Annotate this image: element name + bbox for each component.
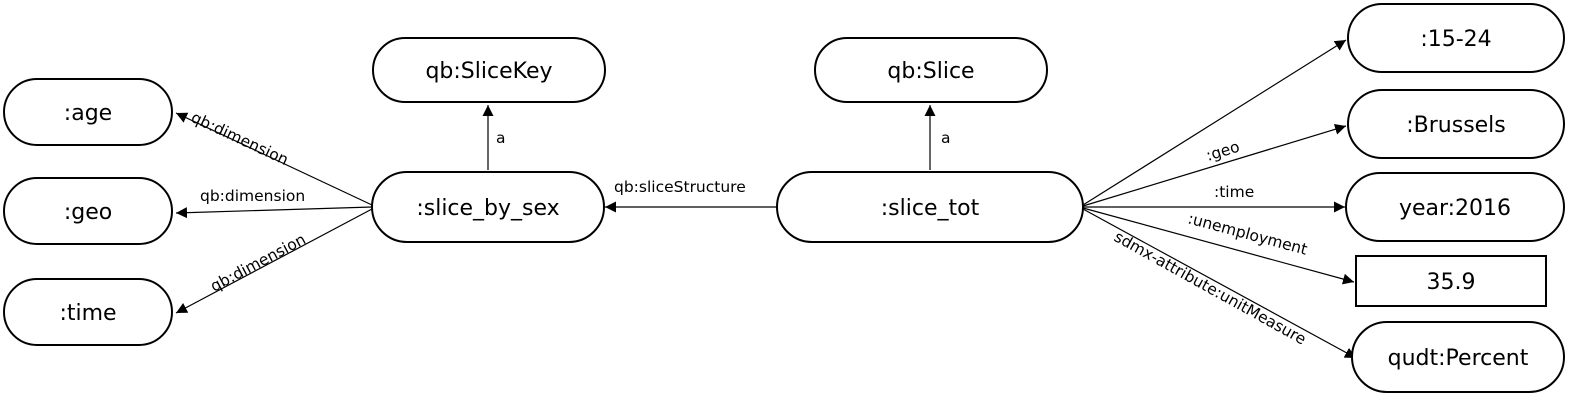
node-qb-slicekey: qb:SliceKey bbox=[372, 37, 606, 103]
edge-age-value bbox=[1082, 39, 1347, 206]
node-age-value-label: :15-24 bbox=[1420, 27, 1491, 52]
edge-dimension-geo bbox=[175, 206, 373, 219]
label-time: :time bbox=[1214, 183, 1254, 201]
node-brussels: :Brussels bbox=[1347, 89, 1565, 159]
label-slicekey-a: a bbox=[496, 129, 506, 147]
node-time: :time bbox=[3, 278, 173, 346]
edge-dimension-age bbox=[175, 112, 373, 206]
edge-labels: a a qb:dimension qb:dimension qb:dimensi… bbox=[188, 108, 1309, 348]
node-time-label: :time bbox=[59, 301, 116, 326]
label-slice-structure: qb:sliceStructure bbox=[614, 178, 746, 196]
node-qb-slicekey-label: qb:SliceKey bbox=[425, 59, 552, 84]
node-qb-slice-label: qb:Slice bbox=[887, 59, 974, 84]
node-age-value: :15-24 bbox=[1347, 3, 1565, 73]
label-dimension-geo: qb:dimension bbox=[200, 187, 305, 205]
edge-dimension-time bbox=[175, 208, 373, 314]
node-year: year:2016 bbox=[1345, 172, 1565, 242]
node-qb-slice: qb:Slice bbox=[814, 37, 1048, 103]
label-dimension-time: qb:dimension bbox=[207, 230, 308, 295]
node-slice-by-sex: :slice_by_sex bbox=[371, 171, 605, 243]
node-slice-tot-label: :slice_tot bbox=[881, 196, 980, 221]
node-percent: qudt:Percent bbox=[1351, 321, 1565, 393]
edge-geo bbox=[1082, 123, 1347, 207]
node-geo-label: :geo bbox=[64, 200, 112, 225]
node-year-label: year:2016 bbox=[1399, 196, 1511, 221]
label-dimension-age: qb:dimension bbox=[188, 108, 291, 169]
label-unemployment: :unemployment bbox=[1186, 209, 1309, 258]
node-geo: :geo bbox=[3, 177, 173, 245]
node-age: :age bbox=[3, 78, 173, 146]
node-age-label: :age bbox=[64, 101, 112, 126]
node-slice-by-sex-label: :slice_by_sex bbox=[416, 196, 559, 221]
node-slice-tot: :slice_tot bbox=[776, 171, 1084, 243]
edge-unemployment bbox=[1082, 207, 1355, 285]
edge-unit-measure bbox=[1082, 208, 1357, 359]
node-brussels-label: :Brussels bbox=[1406, 113, 1506, 138]
node-value: 35.9 bbox=[1355, 255, 1547, 307]
edges bbox=[175, 39, 1357, 359]
nodes: qb:SliceKey qb:Slice :age :geo :time :sl… bbox=[3, 3, 1565, 393]
node-value-label: 35.9 bbox=[1427, 270, 1476, 295]
label-slice-a: a bbox=[941, 129, 951, 147]
node-percent-label: qudt:Percent bbox=[1388, 346, 1529, 371]
label-geo: :geo bbox=[1204, 138, 1242, 165]
